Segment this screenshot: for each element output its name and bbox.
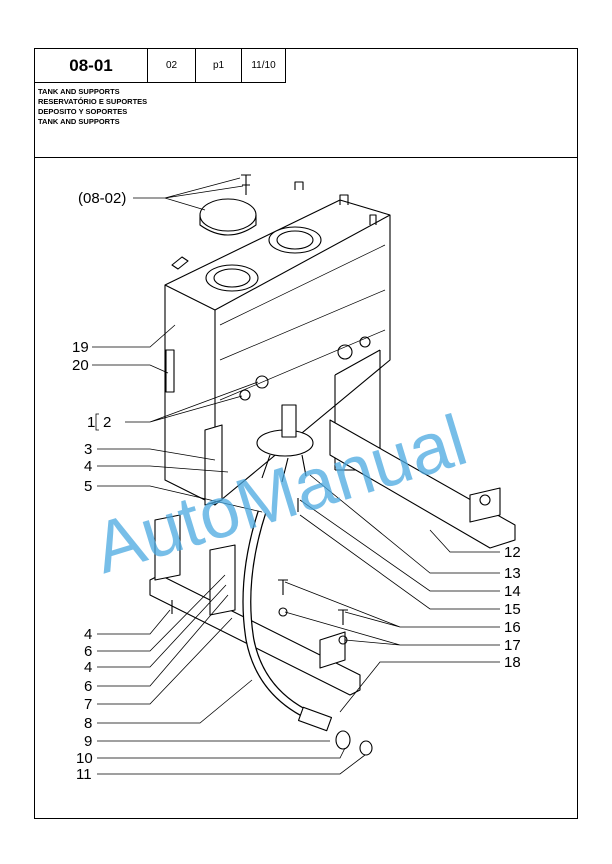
callout-6a: 6 <box>84 643 92 660</box>
port-2 <box>359 336 371 348</box>
flange-outlets <box>261 454 307 483</box>
callout-8: 8 <box>84 715 92 732</box>
suction-tube <box>281 404 297 438</box>
callout-9: 9 <box>84 733 92 750</box>
left-bracket <box>204 424 223 506</box>
callout-reference: (08-02) <box>78 190 126 207</box>
lower-support-block <box>319 631 346 669</box>
title-es: DEPOSITO Y SOPORTES <box>38 107 128 116</box>
mount-bolts <box>171 498 348 625</box>
header-row: 08-01 02 p1 11/10 <box>35 49 286 83</box>
leader-18 <box>339 661 500 713</box>
leader-6b <box>97 594 229 687</box>
leader-16 <box>284 581 500 628</box>
leader-lines <box>92 177 500 775</box>
callout-7: 7 <box>84 696 92 713</box>
leader-19 <box>92 324 176 348</box>
header-field-b: p1 <box>196 49 242 83</box>
leader-20 <box>92 364 169 374</box>
washer-1 <box>278 607 288 617</box>
header-divider <box>35 157 577 158</box>
leader-4b <box>97 609 171 635</box>
callout-18: 18 <box>504 654 521 671</box>
tank-panels <box>219 244 386 401</box>
suction-hose <box>242 510 327 727</box>
leader-4 <box>97 465 229 473</box>
section-titles: TANK AND SUPPORTS RESERVATÓRIO E SUPORTE… <box>38 87 147 127</box>
callout-17: 17 <box>504 637 521 654</box>
callout-1: 1 <box>87 414 95 431</box>
callout-4b: 4 <box>84 626 92 643</box>
leader-5 <box>97 485 263 513</box>
title-pt: RESERVATÓRIO E SUPORTES <box>38 97 148 106</box>
callout-15: 15 <box>504 601 521 618</box>
header-field-c: 11/10 <box>242 49 286 83</box>
port-1 <box>337 344 353 360</box>
leader-3 <box>97 448 216 461</box>
section-code: 08-01 <box>35 49 148 83</box>
leader-15 <box>299 514 500 610</box>
callout-2: 2 <box>103 414 111 431</box>
callout-11: 11 <box>76 766 92 783</box>
leader-8 <box>97 679 253 724</box>
callout-10: 10 <box>76 750 93 767</box>
hose-clamp <box>335 730 351 750</box>
leader-08-02 <box>133 177 244 211</box>
leader-12 <box>429 529 500 553</box>
callout-14: 14 <box>504 583 521 600</box>
callout-4c: 4 <box>84 659 92 676</box>
callout-3: 3 <box>84 441 92 458</box>
tank-assembly <box>149 174 516 756</box>
cover-bolt <box>241 174 251 195</box>
title-en-2: TANK AND SUPPORTS <box>38 117 120 126</box>
callout-12: 12 <box>504 544 521 561</box>
leader-10 <box>97 747 346 759</box>
end-cap <box>359 740 373 756</box>
cover-plate-rim <box>199 215 257 236</box>
leader-14 <box>299 499 500 592</box>
lifting-eyes <box>171 181 377 270</box>
leader-1-2 <box>125 381 259 423</box>
callout-5: 5 <box>84 478 92 495</box>
filler-opening-2-inner <box>276 230 314 250</box>
lower-support-leg-1 <box>154 514 181 581</box>
parts-sheet: 08-01 02 p1 11/10 TANK AND SUPPORTS RESE… <box>34 48 578 819</box>
callout-1-2-bracket <box>95 413 99 431</box>
lower-support <box>149 574 361 696</box>
hose-end-fitting <box>297 706 333 732</box>
suction-hose-fill <box>243 511 327 726</box>
lower-support-leg-2 <box>209 544 236 616</box>
leader-6 <box>97 574 226 652</box>
leader-7 <box>97 617 233 705</box>
sight-gauge <box>165 349 175 393</box>
leader-11 <box>97 754 366 775</box>
leader-17 <box>284 611 500 646</box>
fitting-2 <box>239 389 251 401</box>
leader-4c <box>97 584 227 668</box>
callout-13: 13 <box>504 565 521 582</box>
cover-plate <box>199 198 257 232</box>
title-en: TANK AND SUPPORTS <box>38 87 120 96</box>
rail-hole <box>479 494 491 506</box>
fitting-1 <box>255 375 269 389</box>
callout-19: 19 <box>72 339 89 356</box>
leader-13 <box>309 474 500 574</box>
callout-6b: 6 <box>84 678 92 695</box>
header-field-a: 02 <box>148 49 196 83</box>
filler-opening-1-inner <box>213 268 251 288</box>
callout-20: 20 <box>72 357 89 374</box>
callout-16: 16 <box>504 619 521 636</box>
callout-4a: 4 <box>84 458 92 475</box>
